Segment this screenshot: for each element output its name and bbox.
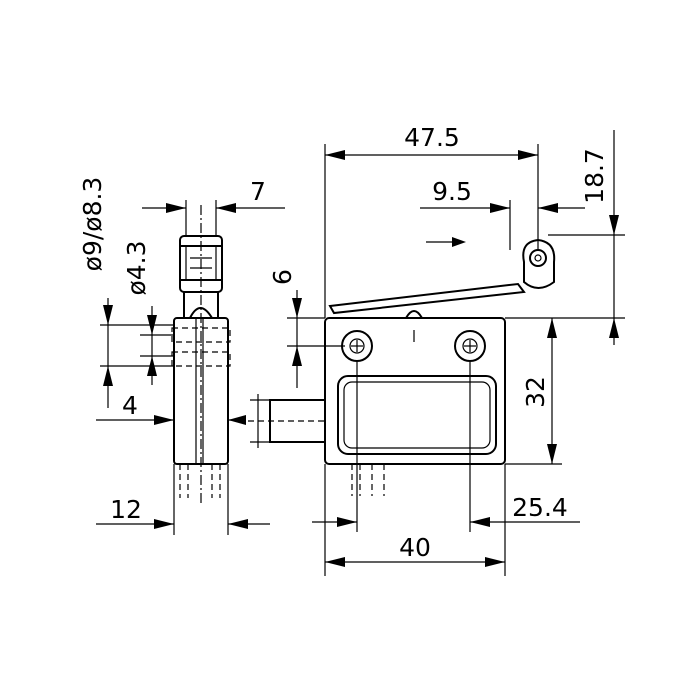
right-arrow-icon — [426, 237, 466, 247]
side-view — [171, 205, 231, 505]
lever-roller — [522, 238, 556, 289]
mount-screw-right — [454, 330, 486, 362]
dim-roller-height: 18.7 — [580, 148, 609, 204]
dim-lever-height: 6 — [268, 269, 297, 285]
dim-side-width: 12 — [110, 495, 142, 524]
dim-overall-length: 47.5 — [404, 123, 460, 152]
dim-body-width: 40 — [399, 533, 431, 562]
dim-side-hole-depth: 4 — [122, 391, 138, 420]
mount-screw-left — [341, 330, 373, 362]
dim-body-height: 32 — [521, 376, 550, 408]
dim-mount-hole-spacing: 25.4 — [512, 493, 568, 522]
dim-roller-offset: 9.5 — [432, 177, 472, 206]
dimension-lines — [96, 130, 625, 576]
dim-hole-diameter: ø4.3 — [122, 240, 151, 295]
lever-arm — [328, 282, 526, 315]
front-view — [238, 237, 556, 496]
dim-roller-diameter: ø9/ø8.3 — [78, 177, 107, 272]
dim-side-roller-width: 7 — [250, 177, 266, 206]
